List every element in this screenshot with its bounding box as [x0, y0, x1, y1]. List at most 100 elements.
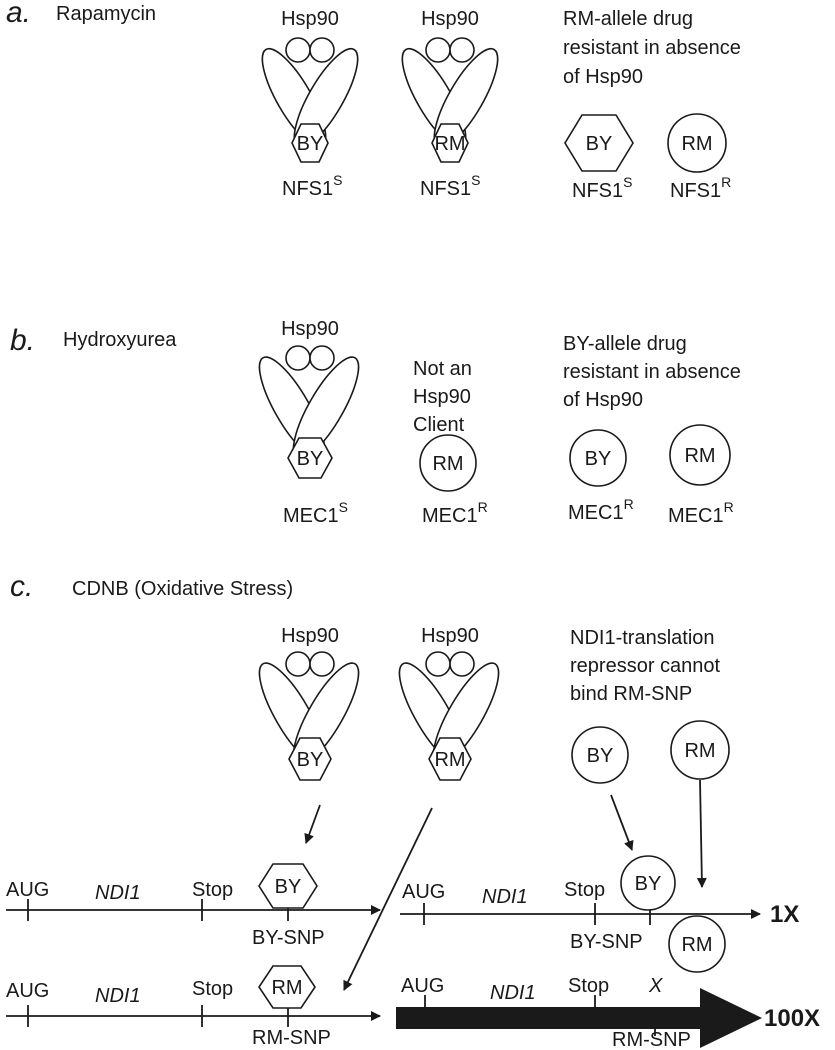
hsp90-label: Hsp90	[281, 318, 339, 340]
free-by-circle	[571, 726, 629, 784]
panel-c-title: CDNB (Oxidative Stress)	[72, 578, 293, 600]
rm-allele-circle	[419, 434, 477, 492]
stop-label: Stop	[564, 879, 605, 901]
by-bound-hexagon	[258, 863, 318, 909]
hsp90-head-left	[425, 37, 451, 63]
note-line: RM-allele drug	[563, 8, 693, 30]
note-line: resistant in absence	[563, 361, 741, 383]
hsp90-complex-a2: Hsp90 RM NFS1S	[401, 8, 499, 200]
hsp90-head-right	[309, 37, 335, 63]
rm-snp-label: RM-SNP	[252, 1027, 331, 1049]
by-allele-hexagon	[287, 437, 333, 479]
panel-c-note: NDI1-translation repressor cannot bind R…	[570, 627, 721, 705]
nfs1-label: NFS1S	[420, 172, 480, 200]
rm-allele-label: RM	[434, 749, 465, 771]
panel-b-note: BY-allele drug resistant in absence of H…	[563, 333, 741, 411]
hsp90-head-left	[285, 651, 311, 677]
gene-name: NDI1	[95, 882, 141, 904]
stop-label: Stop	[192, 978, 233, 1000]
rm-allele-label: RM	[434, 133, 465, 155]
free-rm-circle	[670, 720, 730, 780]
panel-a-title: Rapamycin	[56, 3, 156, 25]
by-allele-hexagon	[291, 123, 329, 163]
gene-rm-left: AUG NDI1 Stop RM RM-SNP	[6, 965, 381, 1049]
rm-snp-label: RM-SNP	[612, 1029, 691, 1050]
hsp90-complex-b1: Hsp90 BY MEC1S	[258, 318, 360, 527]
rm-allele-hexagon	[431, 123, 469, 163]
panel-b: b. Hydroxyurea Hsp90 BY MEC1S Not an Hsp…	[10, 318, 741, 527]
by-allele-label: BY	[297, 133, 324, 155]
aug-label: AUG	[6, 879, 49, 901]
note-line: of Hsp90	[563, 66, 643, 88]
hsp90-head-right	[309, 651, 335, 677]
gene-name: NDI1	[482, 886, 528, 908]
gene-by-left: AUG NDI1 Stop BY BY-SNP	[6, 863, 381, 949]
hsp90-label: Hsp90	[281, 625, 339, 647]
note-line: Not an	[413, 358, 472, 380]
free-by-label: BY	[586, 133, 613, 155]
stop-label: Stop	[568, 975, 609, 997]
note-line: Hsp90	[413, 386, 471, 408]
panel-a: a. Rapamycin Hsp90 BY NFS1S Hsp90 RM NFS…	[6, 0, 741, 202]
by-allele-hexagon	[288, 737, 332, 781]
repressor-unbound-circle	[668, 915, 726, 973]
not-client-note: Not an Hsp90 Client	[413, 358, 472, 436]
note-line: Client	[413, 414, 465, 436]
free-rm-label: RM	[684, 740, 715, 762]
hsp90-head-left	[425, 651, 451, 677]
free-rm-circle	[669, 424, 731, 486]
rm-bound-hexagon	[258, 965, 316, 1009]
hsp90-label: Hsp90	[281, 8, 339, 30]
high-expression-arrow	[396, 988, 762, 1048]
hsp90-head-right	[309, 345, 335, 371]
binding-arrow	[304, 804, 321, 844]
gene-by-right: AUG NDI1 Stop BY BY-SNP RM 1X	[400, 855, 799, 973]
rm-allele-label: RM	[432, 453, 463, 475]
gene-name: NDI1	[95, 985, 141, 1007]
mec1-label: MEC1R	[422, 499, 488, 527]
nfs1-label: NFS1S	[572, 174, 632, 202]
free-by-label: BY	[587, 745, 614, 767]
aug-label: AUG	[6, 980, 49, 1002]
panel-b-title: Hydroxyurea	[63, 329, 177, 351]
note-line: NDI1-translation	[570, 627, 715, 649]
repressor-bound-circle	[620, 855, 676, 911]
gene-name: NDI1	[490, 982, 536, 1004]
by-allele-label: BY	[297, 749, 324, 771]
rm-bound-label: RM	[271, 977, 302, 999]
hsp90-head-right	[449, 37, 475, 63]
free-rm-label: RM	[681, 133, 712, 155]
mec1-label: MEC1R	[568, 496, 634, 524]
mec1-label: MEC1S	[283, 499, 348, 527]
free-rm-circle	[667, 113, 727, 173]
repressor-bound-label: BY	[635, 873, 662, 895]
free-rm-label: RM	[684, 445, 715, 467]
nfs1-label: NFS1S	[282, 172, 342, 200]
panel-b-letter: b.	[10, 324, 35, 357]
binding-arrow	[696, 779, 707, 888]
hsp90-complex-c2: Hsp90 RM	[398, 625, 500, 781]
aug-label: AUG	[401, 975, 444, 997]
stop-label: Stop	[192, 879, 233, 901]
free-by-label: BY	[585, 448, 612, 470]
hsp90-complex-c1: Hsp90 BY	[258, 625, 360, 781]
hsp90-head-left	[285, 37, 311, 63]
expression-1x-label: 1X	[770, 901, 799, 928]
binding-arrow	[610, 794, 634, 851]
nfs1-label: NFS1R	[670, 174, 731, 202]
hsp90-complex-a1: Hsp90 BY NFS1S	[261, 8, 359, 200]
note-line: bind RM-SNP	[570, 683, 692, 705]
mec1-label: MEC1R	[668, 499, 734, 527]
repressor-unbound-label: RM	[681, 934, 712, 956]
aug-label: AUG	[402, 881, 445, 903]
note-line: BY-allele drug	[563, 333, 687, 355]
panel-a-note: RM-allele drug resistant in absence of H…	[563, 8, 741, 88]
by-bound-label: BY	[275, 876, 302, 898]
free-by-hexagon	[564, 114, 634, 172]
hsp90-head-left	[285, 345, 311, 371]
rm-allele-hexagon	[428, 737, 472, 781]
hsp90-label: Hsp90	[421, 8, 479, 30]
note-line: repressor cannot	[570, 655, 721, 677]
note-line: resistant in absence	[563, 37, 741, 59]
